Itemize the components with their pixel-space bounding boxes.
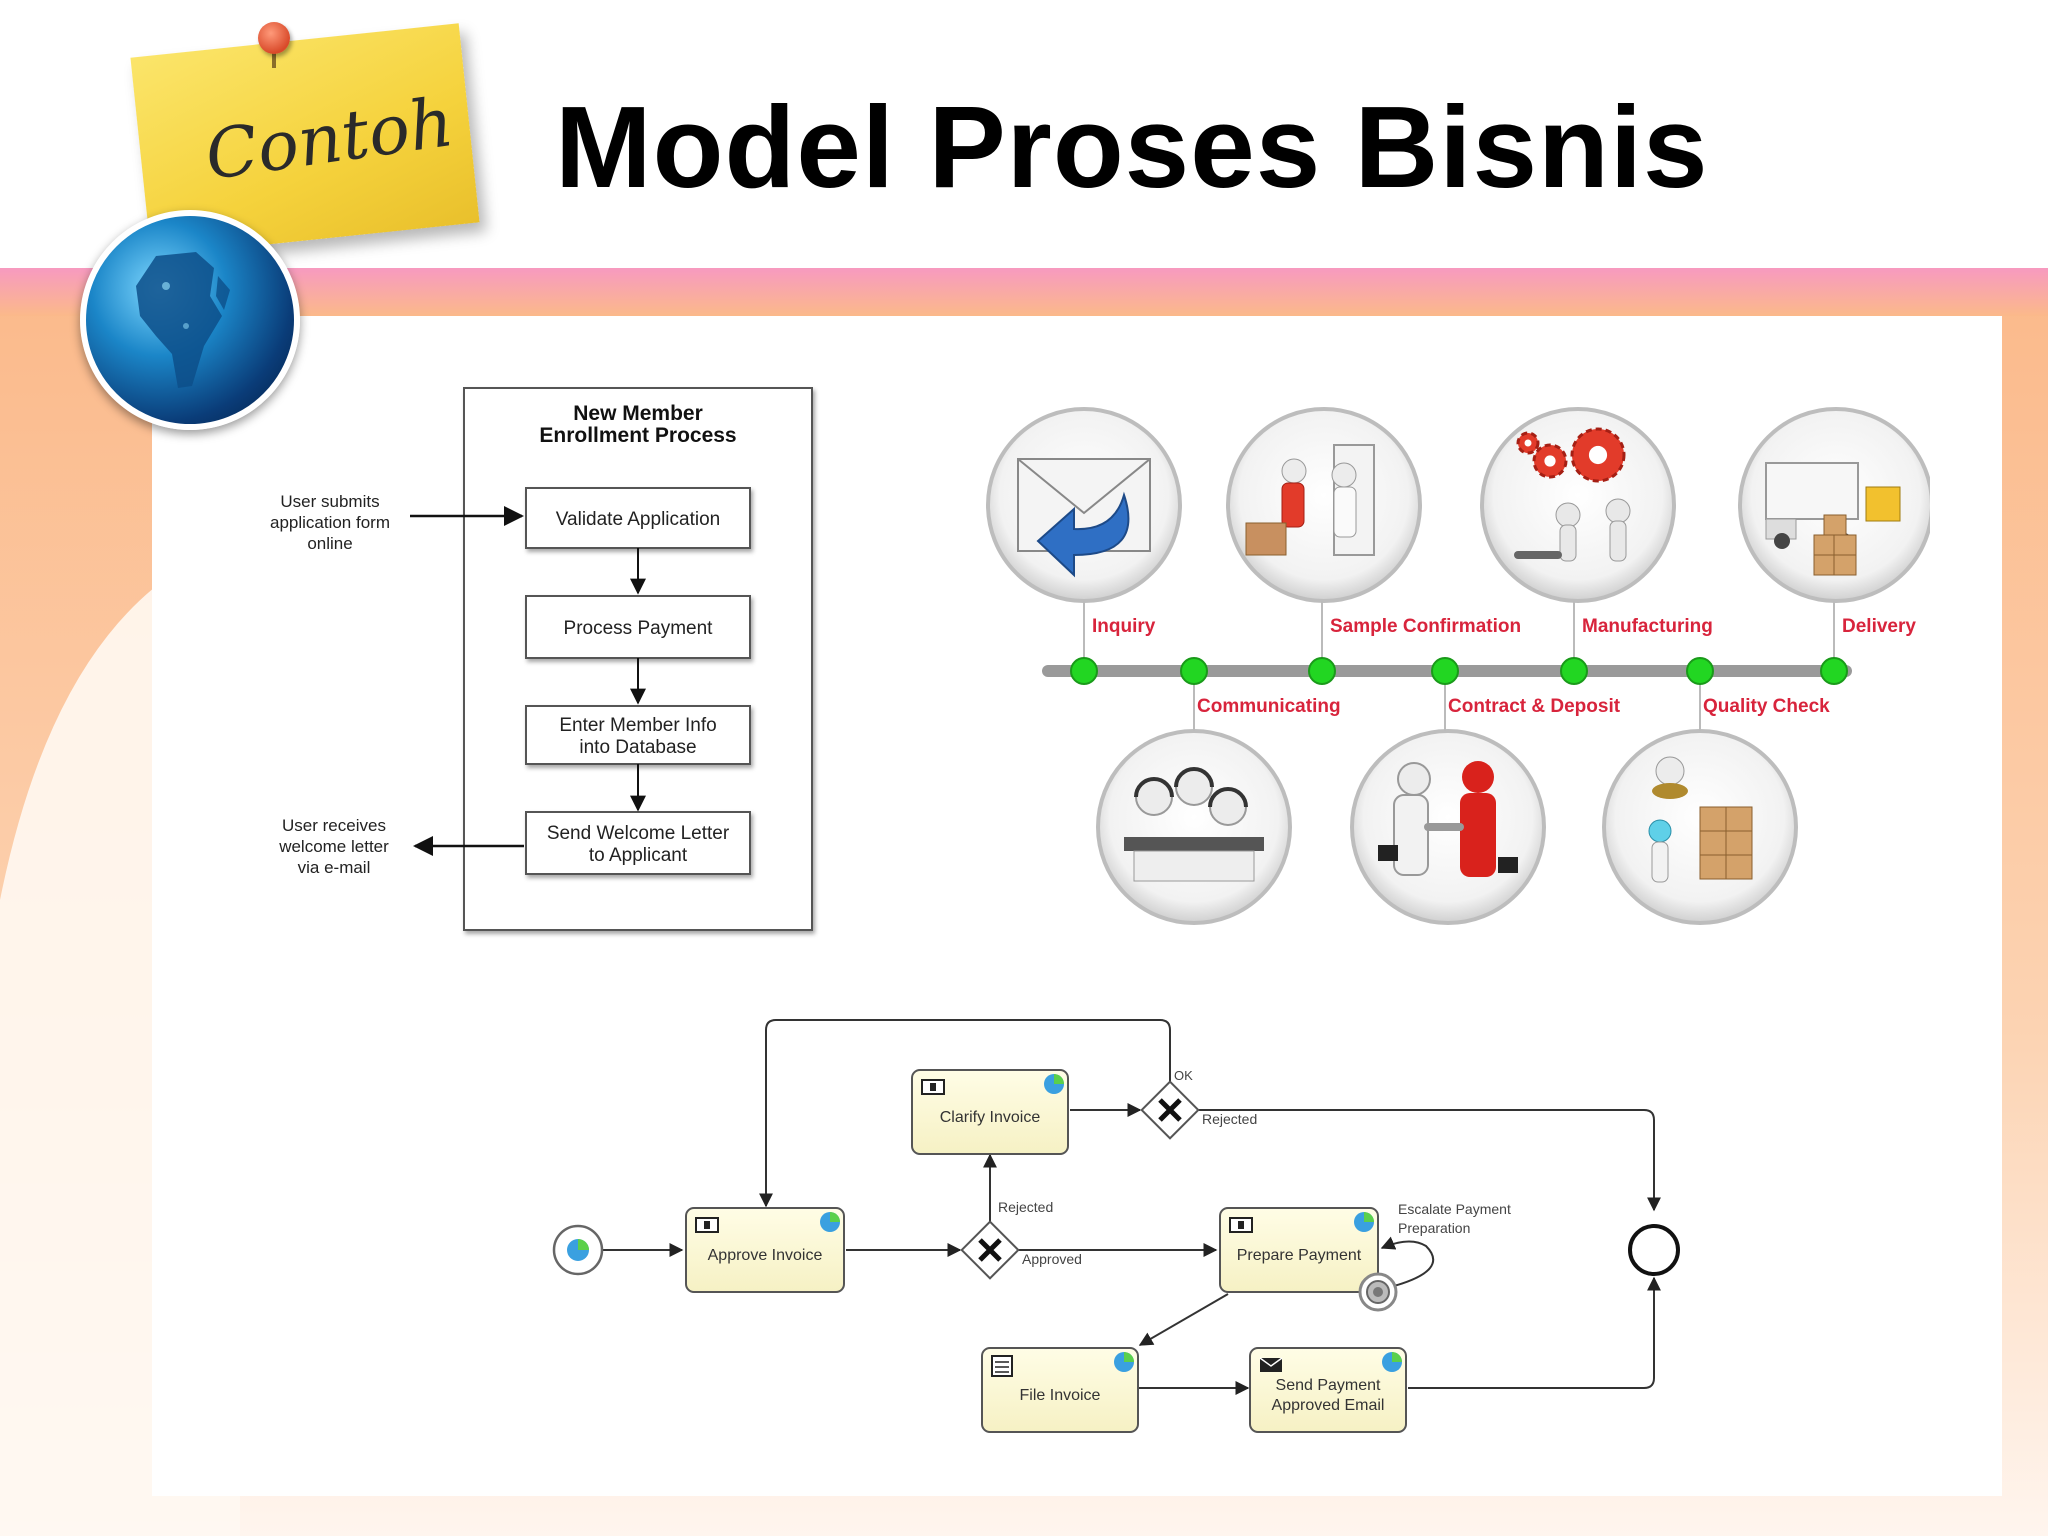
slide-title: Model Proses Bisnis [555,82,1709,212]
order-timeline-diagram: Inquiry Sample Confirmation Manufacturing D… [986,407,1930,925]
quality-inspection-icon [1648,756,1753,883]
engine-badge-icon [820,1212,840,1232]
pin-needle [272,46,276,68]
input-note-line: application form [270,513,390,532]
timeline-bottom-stage-1 [1096,729,1292,925]
envelope-icon [1017,458,1151,578]
output-note-line: User receives [282,816,386,835]
exclusive-gateway-approval [960,1220,1020,1280]
process-title-line1: New Member [573,402,703,425]
task-label: Send Payment [1276,1377,1382,1394]
engine-badge-icon [1114,1352,1134,1372]
enrollment-process-diagram: New Member Enrollment Process Validate A… [270,387,813,931]
label-escalate-line2: Preparation [1398,1220,1470,1236]
call-center-icon [1124,767,1264,882]
business-handshake-icon [1378,761,1518,877]
task-file-invoice: File Invoice [981,1347,1139,1433]
timeline-stage-3 [1480,407,1676,603]
task-label: File Invoice [1020,1387,1101,1404]
timeline-stage-2 [1226,407,1422,603]
envelope-icon [1259,1357,1283,1372]
output-note: User receives welcome letter via e-mail [278,816,389,877]
timeline-top-label: Manufacturing [1582,616,1713,637]
engine-badge-icon [1382,1352,1402,1372]
label-rejected-top: Rejected [1202,1111,1257,1127]
user-task-icon [695,1217,719,1233]
timeline-top-label: Inquiry [1092,616,1156,637]
process-step-label: Enter Member Info [559,715,716,736]
engine-badge-icon [1354,1212,1374,1232]
process-step-label: Validate Application [556,509,720,530]
task-prepare-payment: Prepare Payment [1219,1207,1379,1293]
process-step-label: into Database [579,737,696,758]
process-step-label: Process Payment [564,618,714,639]
task-label: Approve Invoice [708,1247,823,1264]
script-icon [991,1355,1013,1377]
end-event-icon [1628,1224,1680,1276]
task-label: Clarify Invoice [940,1109,1041,1126]
timeline-stage-1 [986,407,1182,603]
timeline-dot [1180,657,1208,685]
output-note-line: via e-mail [298,858,371,877]
timeline-top-label: Sample Confirmation [1330,616,1521,637]
timeline-bottom-label: Communicating [1197,696,1341,717]
process-step-2: Process Payment [525,595,751,659]
label-escalate-line1: Escalate Payment [1398,1201,1511,1217]
timeline-bottom-label: Quality Check [1703,696,1830,717]
handshake-delivery-icon [1245,444,1375,556]
truck-icon [1765,462,1901,576]
process-step-1: Validate Application [525,487,751,549]
boundary-timer-icon [1358,1272,1398,1312]
timeline-dot [1686,657,1714,685]
input-note-line: online [307,534,352,553]
label-approved: Approved [1022,1251,1082,1267]
globe-icon [80,210,300,430]
gears-icon [1514,427,1631,562]
timeline-bottom-stage-3 [1602,729,1798,925]
user-task-icon [1229,1217,1253,1233]
timeline-bottom-label: Contract & Deposit [1448,696,1621,717]
start-event-icon [552,1224,604,1276]
task-label: Approved Email [1272,1397,1385,1414]
input-note-line: User submits [280,492,379,511]
process-title-line2: Enrollment Process [539,424,736,447]
timeline-top-label: Delivery [1842,616,1916,637]
timeline-bottom-stage-2 [1350,729,1546,925]
exclusive-gateway-clarify [1140,1080,1200,1140]
task-approve-invoice: Approve Invoice [685,1207,845,1293]
push-pin-icon [258,22,290,54]
task-label: Prepare Payment [1237,1247,1362,1264]
timeline-dot [1431,657,1459,685]
timeline-dot [1560,657,1588,685]
task-clarify-invoice: Clarify Invoice [911,1069,1069,1155]
label-ok: OK [1174,1068,1193,1083]
timeline-dot [1308,657,1336,685]
timeline-dot [1070,657,1098,685]
engine-badge-icon [1044,1074,1064,1094]
process-step-label: Send Welcome Letter [547,823,730,844]
output-note-line: welcome letter [278,837,389,856]
label-rejected-mid: Rejected [998,1199,1053,1215]
timeline-stage-4 [1738,407,1930,603]
input-note: User submits application form online [270,492,390,553]
timeline-dot [1820,657,1848,685]
user-task-icon [921,1079,945,1095]
process-step-label: to Applicant [589,845,688,866]
